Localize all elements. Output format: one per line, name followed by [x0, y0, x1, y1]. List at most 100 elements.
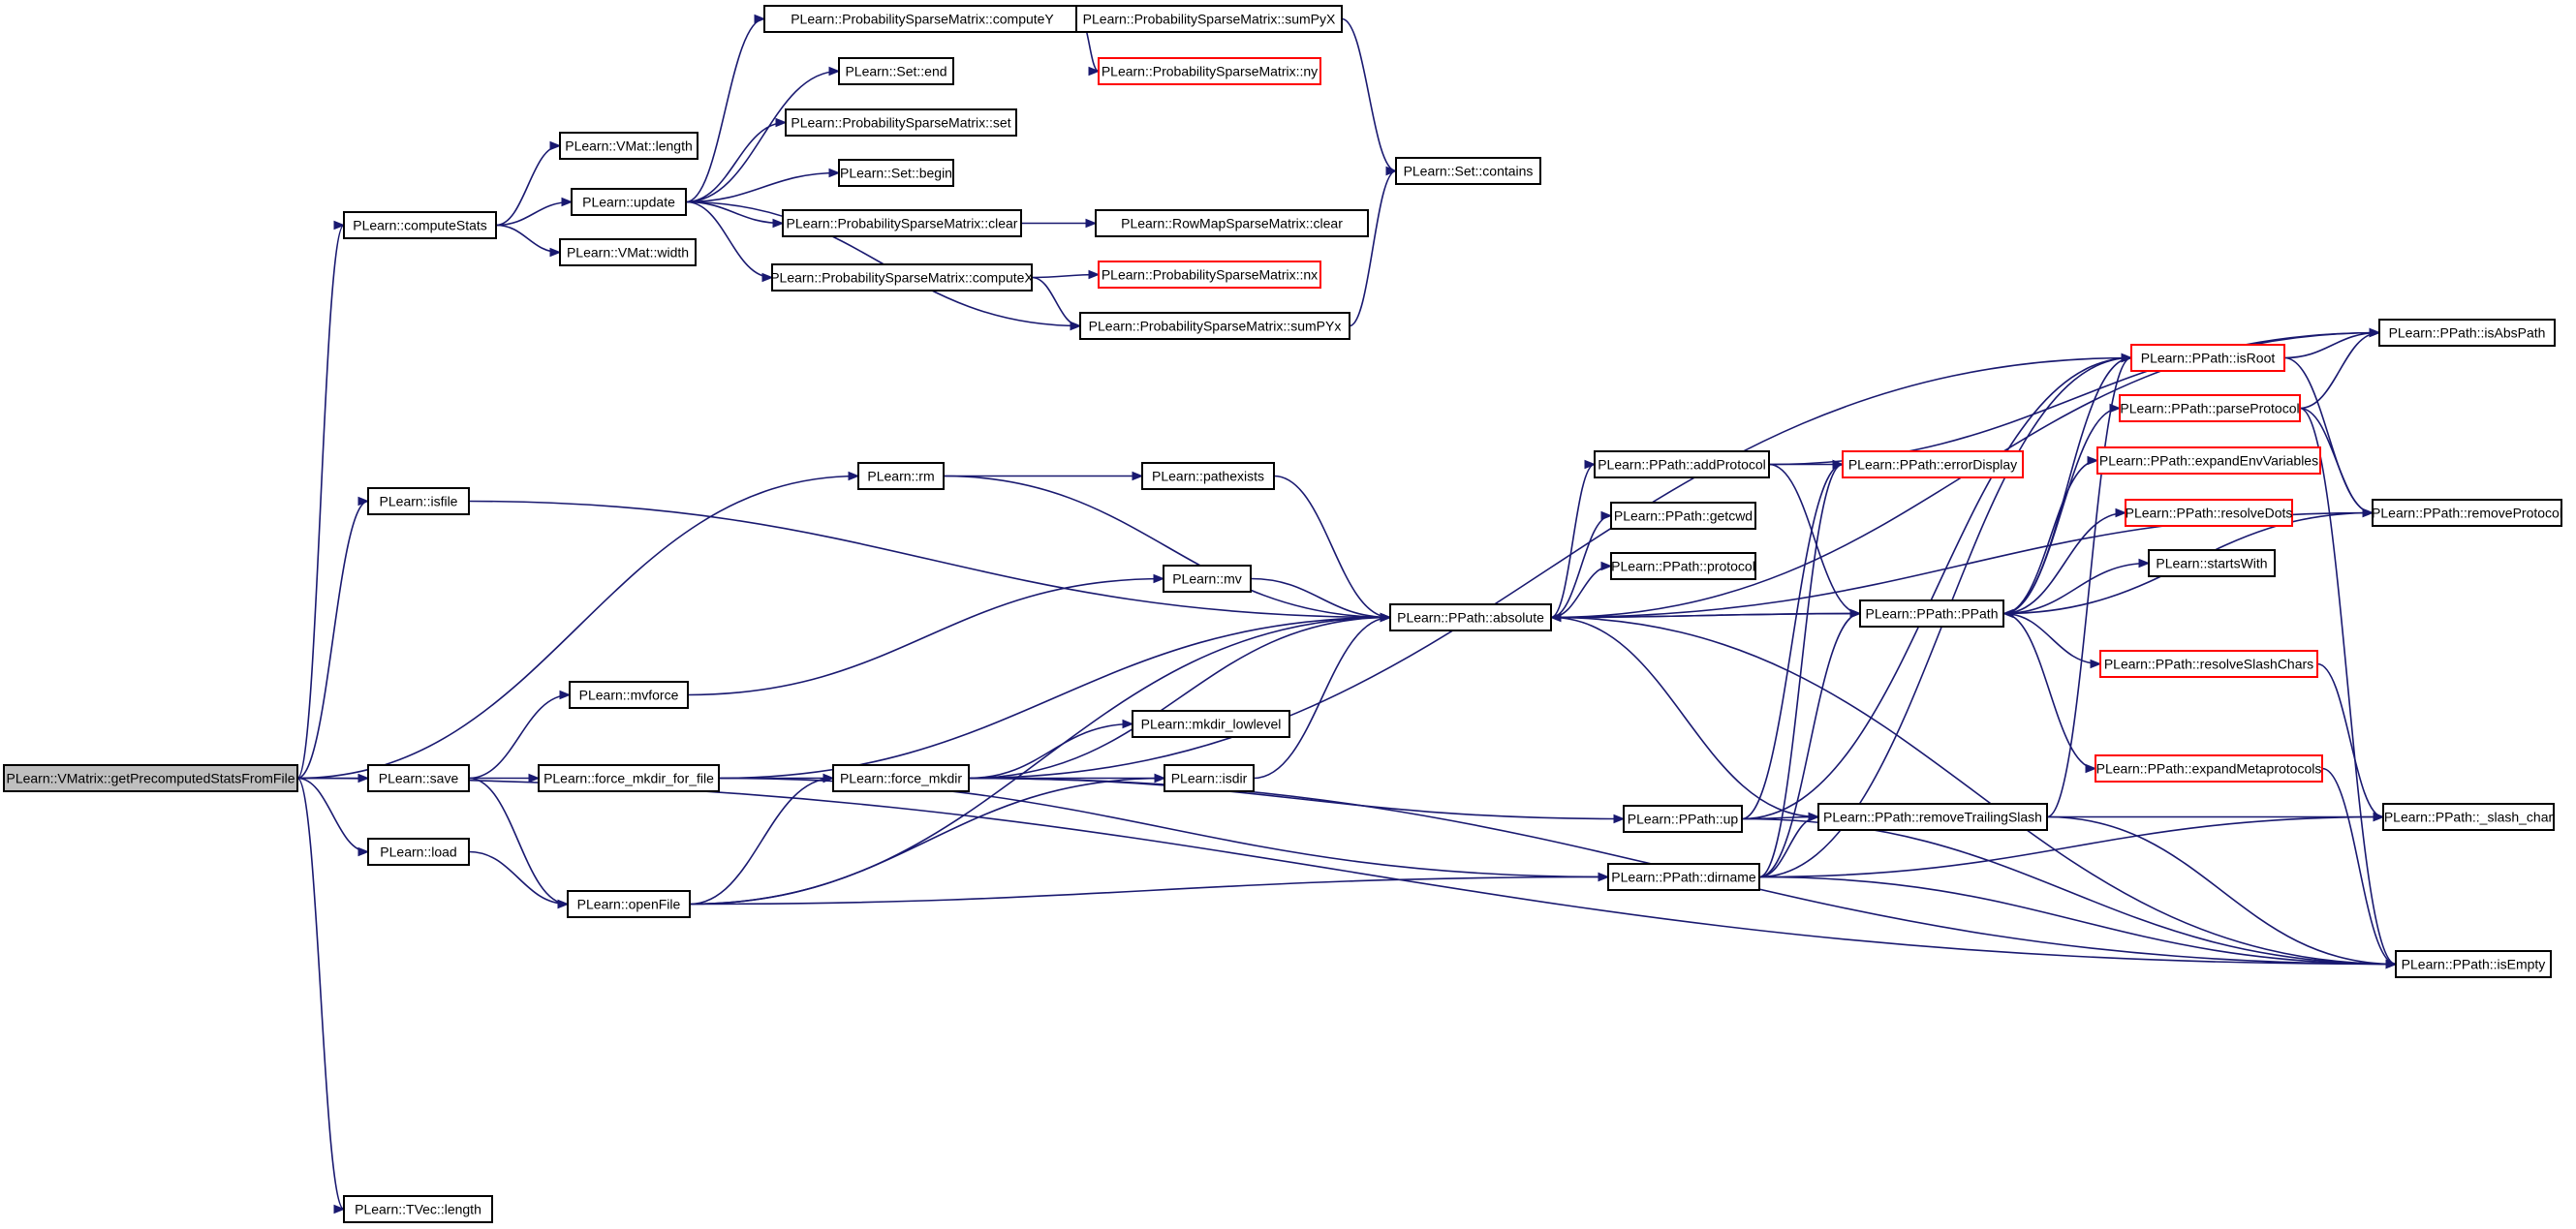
- node-ppath-ctor[interactable]: PLearn::PPath::PPath: [1859, 599, 2004, 628]
- node-label: PLearn::PPath::removeTrailingSlash: [1823, 810, 2042, 825]
- node-slash-char[interactable]: PLearn::PPath::_slash_char: [2382, 803, 2555, 831]
- node-compute-y[interactable]: PLearn::ProbabilitySparseMatrix::compute…: [763, 5, 1081, 33]
- edge-up-to-error-display: [1741, 459, 1845, 820]
- node-label: PLearn::PPath::absolute: [1397, 610, 1544, 626]
- node-up[interactable]: PLearn::PPath::up: [1623, 805, 1743, 833]
- node-label: PLearn::force_mkdir_for_file: [543, 771, 714, 786]
- node-set-end[interactable]: PLearn::Set::end: [838, 57, 954, 85]
- node-box: [782, 209, 1022, 237]
- node-error-display[interactable]: PLearn::PPath::errorDisplay: [1842, 450, 2024, 478]
- node-rmsm-clear[interactable]: PLearn::RowMapSparseMatrix::clear: [1095, 209, 1369, 237]
- edge-dirname-to-error-display: [1758, 459, 1845, 878]
- node-remove-trailing-slash[interactable]: PLearn::PPath::removeTrailingSlash: [1817, 803, 2048, 831]
- node-label: PLearn::PPath::isRoot: [2141, 351, 2276, 366]
- node-is-empty[interactable]: PLearn::PPath::isEmpty: [2395, 950, 2552, 978]
- node-force-mkdir[interactable]: PLearn::force_mkdir: [832, 764, 970, 792]
- node-sum-pyx[interactable]: PLearn::ProbabilitySparseMatrix::sumPYx: [1079, 312, 1350, 340]
- node-open-file[interactable]: PLearn::openFile: [567, 890, 691, 918]
- node-is-root[interactable]: PLearn::PPath::isRoot: [2130, 344, 2285, 372]
- node-sum-py-x[interactable]: PLearn::ProbabilitySparseMatrix::sumPyX: [1075, 5, 1343, 33]
- node-starts-with[interactable]: PLearn::startsWith: [2148, 549, 2276, 577]
- edge-remove-trailing-slash-to-slash-char: [2047, 812, 2385, 822]
- node-label: PLearn::VMatrix::getPrecomputedStatsFrom…: [6, 771, 295, 786]
- node-label: PLearn::mv: [1172, 571, 1242, 587]
- node-force-mkdir-for-file[interactable]: PLearn::force_mkdir_for_file: [538, 764, 720, 792]
- node-box: [1132, 710, 1290, 738]
- node-set-contains[interactable]: PLearn::Set::contains: [1395, 157, 1541, 185]
- node-dirname[interactable]: PLearn::PPath::dirname: [1607, 863, 1760, 891]
- node-set-begin[interactable]: PLearn::Set::begin: [838, 159, 954, 187]
- node-box: [1623, 805, 1743, 833]
- edge-ppath-ctor-to-parse-protocol: [2002, 403, 2122, 615]
- edge-sum-pyx-to-set-contains: [1349, 166, 1398, 327]
- node-is-abs-path[interactable]: PLearn::PPath::isAbsPath: [2378, 319, 2556, 347]
- edge-absolute-to-remove-trailing-slash: [1550, 616, 1820, 822]
- node-label: PLearn::isdir: [1171, 771, 1248, 786]
- node-isfile[interactable]: PLearn::isfile: [367, 487, 470, 515]
- node-add-protocol[interactable]: PLearn::PPath::addProtocol: [1594, 450, 1770, 478]
- edge-force-mkdir-to-mkdir-lowlevel: [968, 719, 1134, 780]
- node-mv[interactable]: PLearn::mv: [1163, 565, 1252, 593]
- node-expand-env-variables[interactable]: PLearn::PPath::expandEnvVariables: [2096, 446, 2321, 475]
- node-isdir[interactable]: PLearn::isdir: [1164, 764, 1255, 792]
- node-label: PLearn::PPath::PPath: [1866, 606, 1999, 622]
- node-compute-x[interactable]: PLearn::ProbabilitySparseMatrix::compute…: [770, 263, 1034, 292]
- node-mkdir-lowlevel[interactable]: PLearn::mkdir_lowlevel: [1132, 710, 1290, 738]
- node-load[interactable]: PLearn::load: [367, 838, 470, 866]
- node-box: [1075, 5, 1343, 33]
- node-tvec-length[interactable]: PLearn::TVec::length: [343, 1195, 493, 1223]
- node-rm[interactable]: PLearn::rm: [857, 462, 945, 490]
- node-label: PLearn::Set::begin: [840, 166, 952, 181]
- edge-remove-trailing-slash-to-is-root: [2046, 353, 2133, 818]
- node-expand-metaprotocols[interactable]: PLearn::PPath::expandMetaprotocols: [2095, 754, 2323, 783]
- node-protocol[interactable]: PLearn::PPath::protocol: [1610, 552, 1756, 580]
- edge-update-to-compute-x: [685, 200, 774, 283]
- edge-compute-stats-to-vmat-length: [495, 140, 562, 227]
- node-box: [367, 487, 470, 515]
- node-getcwd[interactable]: PLearn::PPath::getcwd: [1610, 502, 1756, 530]
- node-save[interactable]: PLearn::save: [367, 764, 470, 792]
- node-psm-set[interactable]: PLearn::ProbabilitySparseMatrix::set: [785, 108, 1017, 137]
- node-compute-stats[interactable]: PLearn::computeStats: [343, 211, 497, 239]
- node-nx[interactable]: PLearn::ProbabilitySparseMatrix::nx: [1098, 261, 1321, 289]
- node-box: [2130, 344, 2285, 372]
- edge-is-root-to-is-abs-path: [2283, 327, 2381, 359]
- node-box: [1163, 565, 1252, 593]
- edge-save-to-open-file: [468, 777, 570, 909]
- node-resolve-slash-chars[interactable]: PLearn::PPath::resolveSlashChars: [2099, 650, 2318, 678]
- node-label: PLearn::startsWith: [2156, 556, 2267, 571]
- node-absolute[interactable]: PLearn::PPath::absolute: [1389, 603, 1552, 631]
- node-label: PLearn::PPath::expandMetaprotocols: [2096, 761, 2322, 777]
- edge-force-mkdir-to-absolute: [968, 612, 1392, 780]
- node-box: [2125, 499, 2293, 527]
- edge-compute-stats-to-update: [495, 197, 574, 227]
- node-vmat-width[interactable]: PLearn::VMat::width: [559, 238, 697, 266]
- node-label: PLearn::PPath::resolveSlashChars: [2104, 657, 2313, 672]
- edge-compute-stats-to-vmat-width: [495, 224, 562, 258]
- node-label: PLearn::PPath::_slash_char: [2384, 810, 2554, 825]
- node-box: [2095, 754, 2323, 783]
- node-ny[interactable]: PLearn::ProbabilitySparseMatrix::ny: [1098, 57, 1321, 85]
- node-box: [1389, 603, 1552, 631]
- node-parse-protocol[interactable]: PLearn::PPath::parseProtocol: [2119, 394, 2301, 422]
- node-get-precomputed-stats-from-file[interactable]: PLearn::VMatrix::getPrecomputedStatsFrom…: [3, 764, 298, 792]
- node-box: [1098, 261, 1321, 289]
- node-resolve-dots[interactable]: PLearn::PPath::resolveDots: [2125, 499, 2293, 527]
- node-update[interactable]: PLearn::update: [571, 188, 687, 216]
- node-box: [838, 159, 954, 187]
- node-vmat-length[interactable]: PLearn::VMat::length: [559, 132, 698, 160]
- edge-ppath-ctor-to-expand-metaprotocols: [2002, 612, 2097, 774]
- node-mvforce[interactable]: PLearn::mvforce: [569, 681, 689, 709]
- node-box: [2148, 549, 2276, 577]
- node-psm-clear[interactable]: PLearn::ProbabilitySparseMatrix::clear: [782, 209, 1022, 237]
- edge-ppath-ctor-to-expand-env-variables: [2002, 455, 2099, 615]
- node-remove-protocol[interactable]: PLearn::PPath::removeProtocol: [2372, 499, 2562, 527]
- edge-get-precomputed-stats-from-file-to-is-empty: [296, 777, 2398, 969]
- node-label: PLearn::ProbabilitySparseMatrix::sumPYx: [1089, 319, 1342, 334]
- node-pathexists[interactable]: PLearn::pathexists: [1141, 462, 1275, 490]
- edge-psm-clear-to-rmsm-clear: [1021, 218, 1098, 229]
- node-box: [1817, 803, 2048, 831]
- node-box: [343, 1195, 493, 1223]
- node-box: [857, 462, 945, 490]
